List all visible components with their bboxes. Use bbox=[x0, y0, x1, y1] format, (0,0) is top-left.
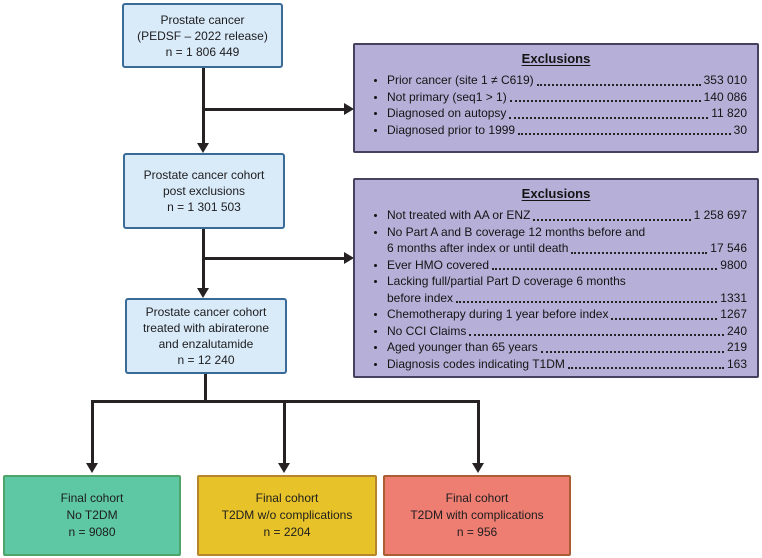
treated-cohort-count: n = 12 240 bbox=[177, 353, 235, 367]
exclusion-item: No CCI Claims 240 bbox=[387, 323, 747, 340]
exclusions-title: Exclusions bbox=[521, 186, 591, 201]
exclusion-item: Ever HMO covered 9800 bbox=[387, 257, 747, 274]
exclusion-item-count: 240 bbox=[726, 323, 747, 338]
exclusion-item-count: 163 bbox=[726, 356, 747, 371]
exclusion-item-count: 219 bbox=[726, 340, 747, 354]
treated-cohort-box: Prostate cancer cohort treated with abir… bbox=[125, 298, 287, 374]
exclusion-item-count: 11 820 bbox=[711, 106, 747, 120]
connector-line-to-final-3 bbox=[477, 400, 480, 463]
arrow-down-icon bbox=[197, 143, 209, 153]
exclusions-list-2: Not treated with AA or ENZ 1 258 697 No … bbox=[365, 207, 747, 372]
treated-cohort-line: Prostate cancer cohort bbox=[145, 305, 267, 319]
treated-cohort-line: treated with abiraterone bbox=[142, 321, 270, 335]
exclusion-item-text: Diagnosed prior to 1999 bbox=[387, 122, 516, 137]
exclusion-item-count: 30 bbox=[733, 122, 747, 137]
dotted-leader bbox=[571, 251, 708, 254]
exclusions-box-1: Exclusions Prior cancer (site 1 ≠ C619) … bbox=[353, 43, 759, 153]
exclusion-item: Not treated with AA or ENZ 1 258 697 bbox=[387, 207, 747, 224]
dotted-leader bbox=[533, 218, 691, 221]
post-exclusions-line: Prostate cancer cohort bbox=[143, 168, 265, 182]
exclusion-item-count: 1331 bbox=[720, 290, 747, 305]
source-cohort-line: Prostate cancer bbox=[160, 12, 245, 27]
dotted-leader bbox=[509, 116, 709, 119]
final-cohort-line: Final cohort bbox=[255, 491, 319, 505]
arrow-right-icon bbox=[344, 103, 354, 115]
exclusion-item-text: 6 months after index or until death bbox=[387, 241, 569, 255]
exclusion-item-text-wrap: No Part A and B coverage 12 months befor… bbox=[387, 224, 646, 239]
final-cohort-line: No T2DM bbox=[66, 508, 118, 522]
exclusion-item-text: Not primary (seq1 > 1) bbox=[387, 89, 507, 104]
exclusion-item-text: Not treated with AA or ENZ bbox=[387, 208, 531, 222]
dotted-leader bbox=[536, 83, 701, 86]
exclusion-item-text: Chemotherapy during 1 year before index bbox=[387, 307, 609, 321]
arrow-down-icon bbox=[197, 288, 209, 298]
connector-line-branch-2 bbox=[203, 257, 345, 260]
source-cohort-box: Prostate cancer (PEDSF – 2022 release) n… bbox=[122, 3, 283, 68]
exclusion-item-text: Aged younger than 65 years bbox=[387, 340, 538, 354]
exclusion-item: Lacking full/partial Part D coverage 6 m… bbox=[387, 273, 747, 306]
final-cohort-t2dm-with-complications-box: Final cohort T2DM with complications n =… bbox=[383, 475, 571, 556]
final-cohort-count: n = 956 bbox=[456, 525, 498, 539]
final-cohort-line: Final cohort bbox=[445, 491, 509, 505]
exclusion-item-text: Prior cancer (site 1 ≠ C619) bbox=[387, 73, 534, 87]
exclusion-item-text: Diagnosis codes indicating T1DM bbox=[387, 356, 565, 371]
dotted-leader bbox=[492, 268, 718, 270]
arrow-down-icon bbox=[86, 463, 98, 473]
exclusion-item-text-wrap: Lacking full/partial Part D coverage 6 m… bbox=[387, 274, 626, 288]
final-cohort-count: n = 9080 bbox=[68, 525, 116, 539]
connector-line-to-final-2 bbox=[283, 400, 286, 463]
exclusion-item: Diagnosed prior to 1999 30 bbox=[387, 122, 747, 139]
exclusion-item-count: 1 258 697 bbox=[693, 208, 747, 222]
final-cohort-line: Final cohort bbox=[60, 491, 124, 505]
dotted-leader bbox=[540, 350, 724, 353]
treated-cohort-line: and enzalutamide bbox=[158, 337, 254, 351]
arrow-right-icon bbox=[344, 252, 354, 264]
exclusion-item-count: 353 010 bbox=[703, 73, 747, 87]
connector-line-to-final-1 bbox=[91, 400, 94, 463]
exclusions-list-1: Prior cancer (site 1 ≠ C619) 353 010 Not… bbox=[365, 72, 747, 138]
connector-line-branch-1 bbox=[203, 108, 345, 111]
exclusions-title: Exclusions bbox=[521, 51, 591, 66]
exclusion-item-count: 1267 bbox=[720, 307, 747, 321]
source-cohort-count: n = 1 806 449 bbox=[165, 44, 240, 59]
exclusions-box-2: Exclusions Not treated with AA or ENZ 1 … bbox=[353, 178, 759, 378]
connector-line-vertical-1 bbox=[202, 68, 205, 144]
exclusion-item: Chemotherapy during 1 year before index … bbox=[387, 306, 747, 323]
final-cohort-t2dm-wo-complications-box: Final cohort T2DM w/o complications n = … bbox=[197, 475, 377, 556]
exclusion-item-text: Diagnosed on autopsy bbox=[387, 106, 507, 120]
arrow-down-icon bbox=[472, 463, 484, 473]
connector-line-vertical-3 bbox=[204, 374, 207, 402]
exclusion-item: Not primary (seq1 > 1) 140 086 bbox=[387, 89, 747, 106]
dotted-leader bbox=[567, 367, 724, 369]
arrow-down-icon bbox=[278, 463, 290, 473]
exclusion-item-text: No CCI Claims bbox=[387, 323, 467, 338]
source-cohort-line: (PEDSF – 2022 release) bbox=[137, 28, 268, 43]
post-exclusions-cohort-box: Prostate cancer cohort post exclusions n… bbox=[123, 153, 285, 229]
exclusion-item-count: 9800 bbox=[720, 257, 747, 272]
exclusion-item-count: 140 086 bbox=[703, 89, 747, 104]
final-cohort-count: n = 2204 bbox=[263, 525, 311, 539]
post-exclusions-line: post exclusions bbox=[162, 184, 246, 198]
exclusion-item-text: Ever HMO covered bbox=[387, 257, 490, 272]
dotted-leader bbox=[611, 317, 718, 320]
post-exclusions-count: n = 1 301 503 bbox=[167, 200, 241, 214]
exclusion-item: Aged younger than 65 years 219 bbox=[387, 339, 747, 356]
final-cohort-no-t2dm-box: Final cohort No T2DM n = 9080 bbox=[3, 475, 181, 556]
exclusion-item: Diagnosis codes indicating T1DM 163 bbox=[387, 356, 747, 373]
dotted-leader bbox=[469, 334, 724, 336]
exclusion-item: No Part A and B coverage 12 months befor… bbox=[387, 224, 747, 257]
exclusion-item: Diagnosed on autopsy 11 820 bbox=[387, 105, 747, 122]
final-cohort-line: T2DM with complications bbox=[410, 508, 544, 522]
final-cohort-line: T2DM w/o complications bbox=[221, 508, 353, 522]
exclusion-item-text: before index bbox=[387, 290, 454, 305]
exclusion-item: Prior cancer (site 1 ≠ C619) 353 010 bbox=[387, 72, 747, 89]
dotted-leader bbox=[456, 301, 718, 303]
dotted-leader bbox=[518, 133, 731, 135]
exclusion-item-count: 17 546 bbox=[710, 241, 747, 255]
dotted-leader bbox=[509, 100, 701, 102]
